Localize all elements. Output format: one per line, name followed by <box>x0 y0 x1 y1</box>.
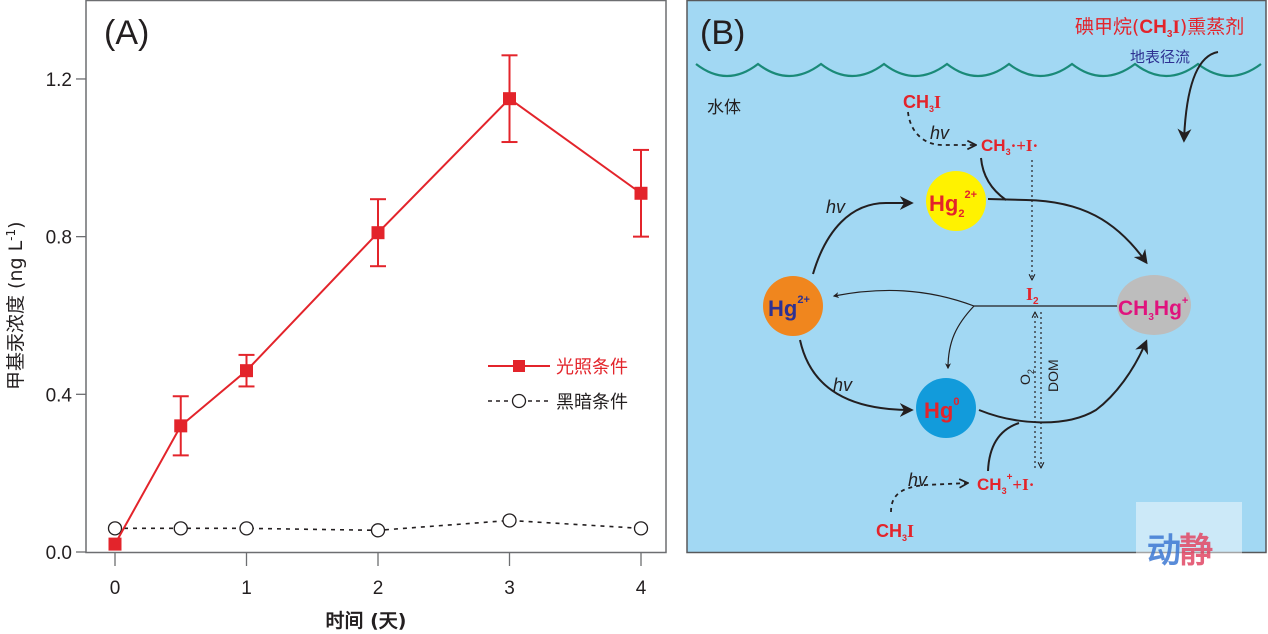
series-group <box>107 54 649 551</box>
x-tick-label: 2 <box>373 578 384 599</box>
y-axis-title: 甲基汞浓度 (ng L-1) <box>4 221 27 390</box>
hg2-to-hg22-arrow <box>812 196 914 275</box>
dom-label: DOM <box>1045 359 1061 392</box>
plot-frame <box>85 0 667 554</box>
hg2-node <box>763 276 823 336</box>
x-axis: 0 1 2 3 4 <box>110 553 647 599</box>
data-point <box>174 419 188 433</box>
x-tick-label: 1 <box>241 578 252 599</box>
runoff-arrow <box>1177 51 1219 143</box>
series-line <box>114 97 642 545</box>
data-point <box>107 521 123 536</box>
data-point <box>370 523 386 538</box>
ch3-cation-join-line <box>987 422 1020 472</box>
data-point <box>503 92 516 106</box>
hg0-node <box>916 378 976 438</box>
legend-label-dark: 黑暗条件 <box>556 392 628 413</box>
y-axis: 0.0 0.4 0.8 1.2 <box>46 70 86 564</box>
x-tick-label: 4 <box>636 578 647 599</box>
legend-item-dark: 黑暗条件 <box>488 392 628 413</box>
x-tick-label: 3 <box>504 578 515 599</box>
y-tick-label: 0.0 <box>46 543 72 564</box>
data-point <box>173 521 188 536</box>
legend-item-light: 光照条件 <box>488 357 628 378</box>
panel-label-a: (A) <box>104 14 149 52</box>
ch3hg-label: CH3Hg+ <box>1118 295 1188 323</box>
data-point <box>108 537 122 551</box>
to-hg0-arrow <box>945 305 975 370</box>
water-surface-wave <box>695 62 1262 77</box>
y-tick-label: 0.8 <box>46 228 72 249</box>
hg22-label: Hg22+ <box>929 189 977 220</box>
hg22-node <box>926 171 986 231</box>
hg22-to-ch3hg-arrow <box>987 198 1148 265</box>
bottom-hv-label: hv <box>908 470 928 490</box>
fumigant-label: 碘甲烷(CH3I)熏蒸剂 <box>1075 16 1244 40</box>
hg0-label: Hg0 <box>924 396 959 423</box>
ch3-radical-join-line <box>980 157 1007 201</box>
legend-marker-dark <box>511 393 527 409</box>
runoff-label: 地表径流 <box>1130 48 1190 66</box>
top-radical-products: CH3·+I· <box>981 136 1038 157</box>
top-hv-label: hv <box>930 123 950 143</box>
to-hg2-arrow <box>832 289 975 307</box>
y-tick-label: 1.2 <box>46 70 72 91</box>
hg0-to-ch3hg-arrow <box>978 339 1149 424</box>
legend-label-light: 光照条件 <box>556 357 628 378</box>
series-light <box>108 54 649 551</box>
o2-label: O2 <box>1017 369 1036 385</box>
data-point <box>502 513 517 528</box>
panel-label-b: (B) <box>700 14 745 52</box>
water-body-label: 水体 <box>707 98 741 118</box>
x-axis-title: 时间 (天) <box>326 610 407 632</box>
series-line <box>115 519 642 532</box>
hg2-label: Hg2+ <box>768 294 810 321</box>
hv-label-lower: hv <box>833 375 853 395</box>
chart-panel-a: (A) 0.0 0.4 0.8 1.2 0 1 2 3 4 甲基汞浓度 (ng L-1) 时间… <box>4 0 667 632</box>
hg2-to-hg0-arrow <box>799 339 914 417</box>
hv-label-upper: hv <box>826 197 846 217</box>
series-dark <box>107 513 649 538</box>
data-point <box>239 521 254 536</box>
data-point <box>371 226 385 240</box>
x-tick-label: 0 <box>110 578 121 599</box>
y-tick-label: 0.4 <box>46 385 73 406</box>
data-point <box>240 364 253 378</box>
diagram-panel-b: (B) 碘甲烷(CH3I)熏蒸剂 地表径流 水体 CH3I hv CH3·+I·… <box>686 0 1267 554</box>
water-background <box>686 0 1267 554</box>
ch3hg-node <box>1117 275 1191 335</box>
data-point <box>633 521 649 536</box>
watermark-logo: 动静 <box>1147 531 1213 571</box>
bottom-cation-products: CH3++I· <box>977 472 1034 496</box>
i2-label: I2 <box>1026 284 1039 307</box>
legend-marker-light <box>513 360 525 372</box>
top-ch3i: CH3I <box>903 92 941 114</box>
watermark-box <box>1136 502 1242 582</box>
legend: 光照条件 黑暗条件 <box>488 357 628 413</box>
data-point <box>634 186 648 200</box>
bottom-ch3i: CH3I <box>876 521 914 543</box>
bottom-photolysis-arrow <box>890 483 968 513</box>
